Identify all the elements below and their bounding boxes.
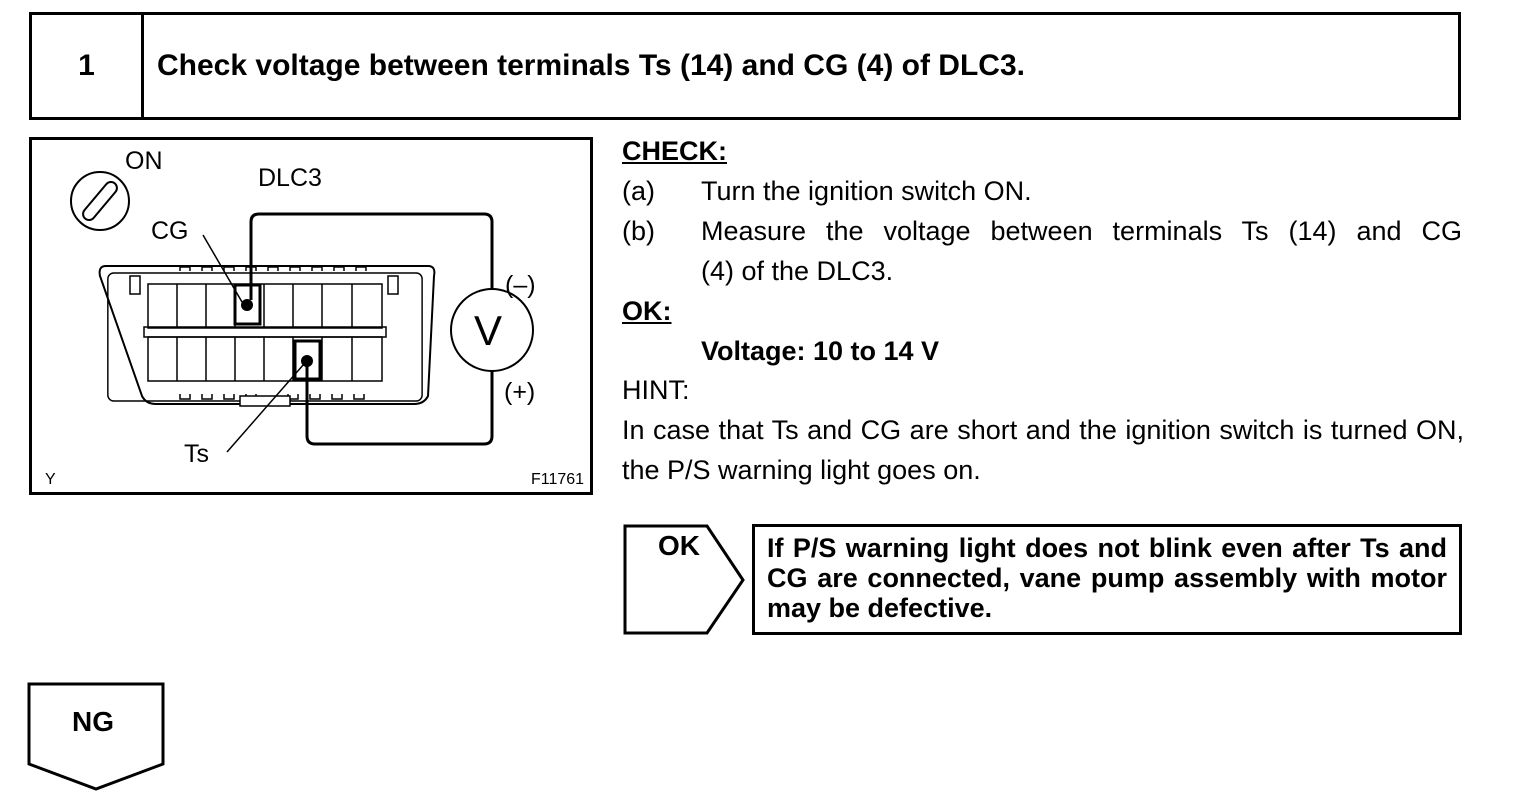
step-number: 1 bbox=[32, 15, 144, 117]
ts-label: Ts bbox=[184, 440, 209, 468]
hint-text: In case that Ts and CG are short and the… bbox=[622, 415, 1464, 485]
step-b-marker: (b) bbox=[622, 216, 655, 246]
meter-symbol: V bbox=[474, 307, 503, 354]
hint-heading: HINT: bbox=[622, 375, 690, 405]
negative-lead-label: (–) bbox=[505, 271, 536, 299]
dlc3-illustration: ON DLC3 CG Ts V (–) (+) Y F11761 bbox=[29, 137, 593, 495]
voltmeter-icon bbox=[450, 288, 534, 372]
step-a-text: Turn the ignition switch ON. bbox=[701, 176, 1032, 206]
positive-lead-label: (+) bbox=[504, 378, 536, 406]
ok-spec-value: Voltage: 10 to 14 V bbox=[701, 336, 940, 366]
switch-on-label: ON bbox=[125, 147, 163, 175]
ng-arrow-box bbox=[27, 682, 165, 791]
ok-arrow-box bbox=[623, 524, 745, 635]
ok-spec-heading: OK: bbox=[622, 296, 672, 326]
step-b-text-cont: (4) of the DLC3. bbox=[701, 256, 894, 286]
step-a-marker: (a) bbox=[622, 176, 655, 206]
ok-label: OK bbox=[658, 530, 700, 561]
cg-label: CG bbox=[151, 217, 189, 245]
step-title: Check voltage between terminals Ts (14) … bbox=[157, 49, 1025, 82]
step-b-text: Measure the voltage between terminals Ts… bbox=[701, 216, 1462, 246]
step-header: 1 Check voltage between terminals Ts (14… bbox=[29, 12, 1461, 120]
ng-label: NG bbox=[72, 706, 114, 737]
ok-result-box: If P/S warning light does not blink even… bbox=[752, 524, 1462, 635]
check-heading: CHECK: bbox=[622, 136, 727, 166]
figure-id: F11761 bbox=[531, 471, 585, 488]
dlc3-diagram bbox=[70, 171, 534, 453]
ignition-switch-icon bbox=[70, 171, 130, 231]
corner-code: Y bbox=[45, 471, 56, 488]
dlc3-label: DLC3 bbox=[258, 164, 322, 192]
dlc3-connector bbox=[98, 265, 436, 407]
